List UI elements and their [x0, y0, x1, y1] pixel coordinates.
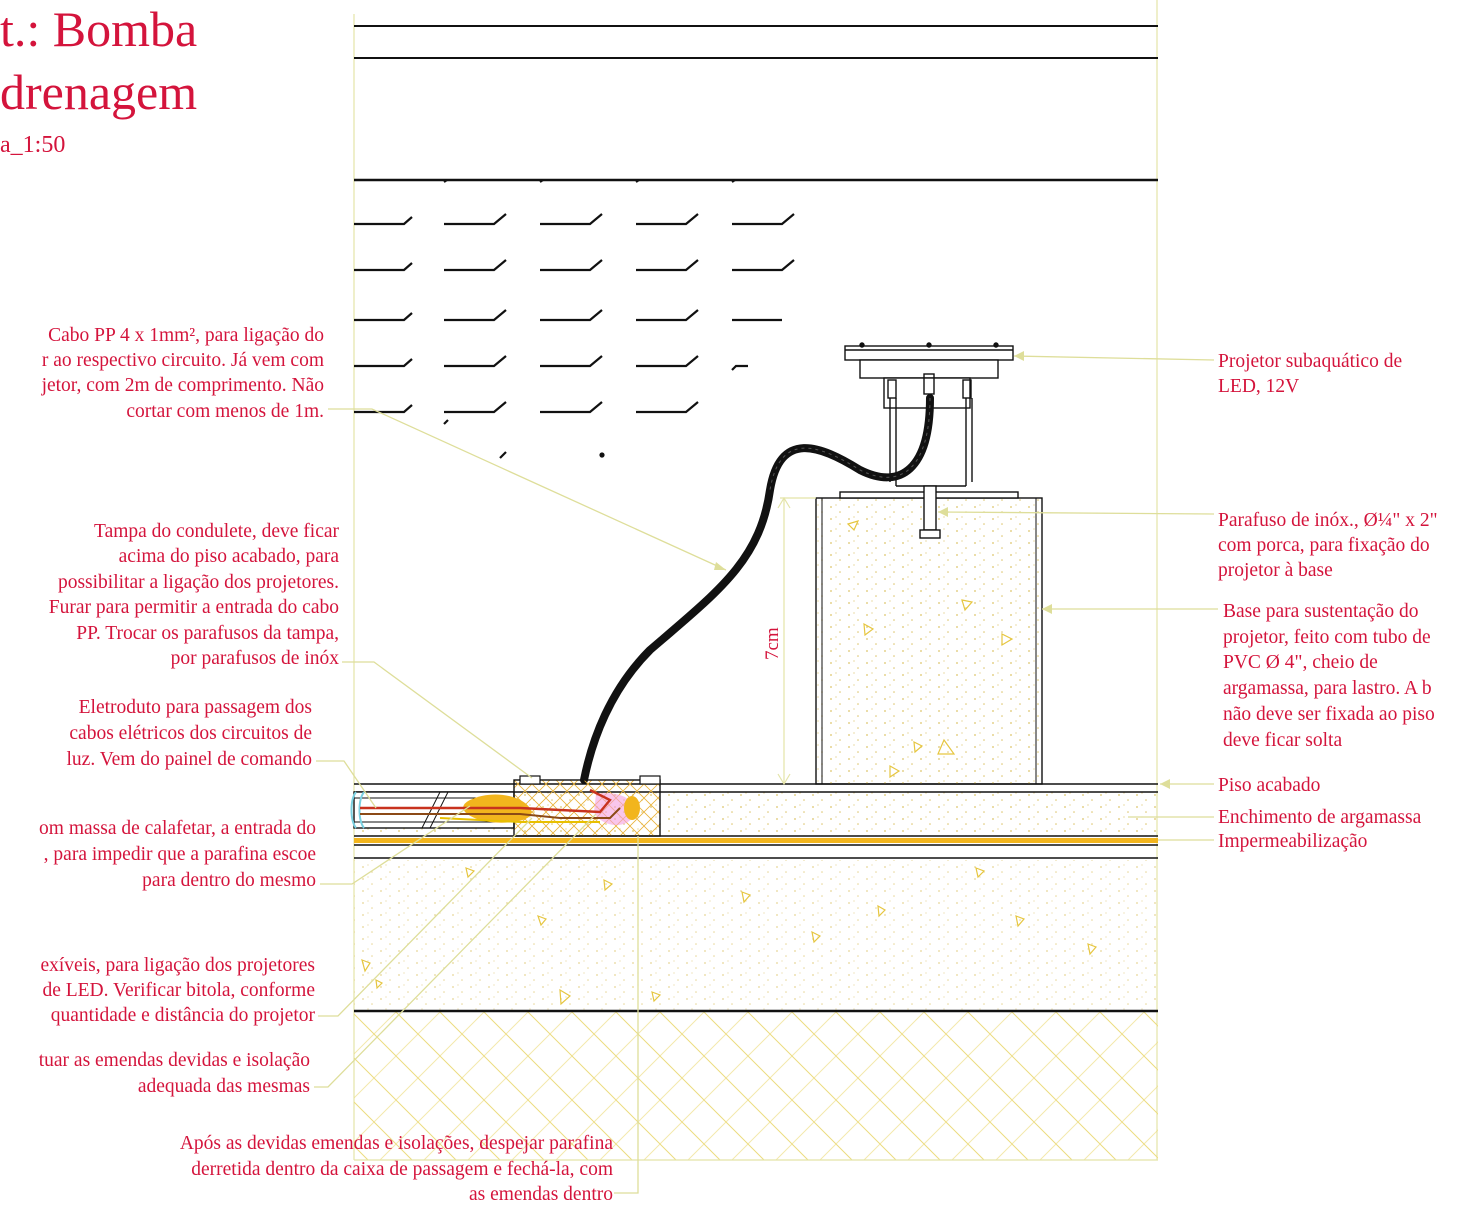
note-line: acima do piso acabado, para — [119, 546, 340, 567]
note-massa-calafetar: om massa de calafetar, a entrada do , pa… — [39, 818, 316, 891]
note-line: r ao respectivo circuito. Já vem com — [42, 350, 324, 371]
pp-cable — [580, 394, 934, 784]
junction-box — [360, 775, 661, 837]
title-line-2: drenagem — [0, 64, 197, 120]
note-line: Piso acabado — [1218, 775, 1320, 796]
note-line: PP. Trocar os parafusos da tampa, — [76, 623, 339, 644]
note-tampa-condulete: Tampa do condulete, deve ficar acima do … — [49, 521, 340, 669]
led-projector — [839, 342, 1019, 539]
note-line: Impermeabilização — [1218, 831, 1367, 852]
waterproofing-membrane — [354, 838, 1158, 843]
note-line: quantidade e distância do projetor — [51, 1005, 316, 1026]
note-line: derretida dentro da caixa de passagem e … — [191, 1159, 613, 1180]
note-line: exíveis, para ligação dos projetores — [40, 955, 315, 976]
note-line: Base para sustentação do — [1223, 601, 1418, 622]
note-line: projetor à base — [1218, 560, 1333, 581]
note-projetor: Projetor subaquático de LED, 12V — [1218, 351, 1402, 397]
note-line: não deve ser fixada ao piso — [1223, 704, 1435, 725]
note-line: deve ficar solta — [1223, 730, 1342, 751]
note-line: argamassa, para lastro. A b — [1223, 678, 1432, 699]
note-line: om massa de calafetar, a entrada do — [39, 818, 316, 839]
note-line: Tampa do condulete, deve ficar — [94, 521, 339, 542]
note-line: possibilitar a ligação dos projetores. — [58, 572, 339, 593]
scale-label: a_1:50 — [0, 132, 65, 158]
note-eletroduto: Eletroduto para passagem dos cabos elétr… — [67, 697, 313, 770]
note-line: as emendas dentro — [469, 1184, 613, 1205]
note-line: Projetor subaquático de — [1218, 351, 1402, 372]
floor-layers — [354, 783, 1158, 1161]
note-emendas: tuar as emendas devidas e isolação adequ… — [39, 1050, 310, 1097]
note-base: Base para sustentação do projetor, feito… — [1223, 601, 1435, 751]
note-impermeabilizacao: Impermeabilização — [1218, 831, 1367, 852]
pvc-base — [815, 497, 1043, 785]
note-line: Cabo PP 4 x 1mm², para ligação do — [48, 325, 324, 346]
note-cabo-pp: Cabo PP 4 x 1mm², para ligação do r ao r… — [41, 325, 324, 422]
note-line: luz. Vem do painel de comando — [67, 749, 313, 770]
note-line: para dentro do mesmo — [142, 870, 316, 891]
dimension-7cm: 7cm — [762, 496, 816, 786]
note-line: Eletroduto para passagem dos — [79, 697, 312, 718]
note-line: com porca, para fixação do — [1218, 535, 1430, 556]
note-line: cortar com menos de 1m. — [126, 401, 324, 422]
note-line: por parafusos de inóx — [171, 648, 340, 669]
note-line: Parafuso de inóx., Ø¼" x 2" — [1218, 510, 1438, 531]
note-line: LED, 12V — [1218, 376, 1299, 397]
note-line: , para impedir que a parafina escoe — [44, 844, 316, 865]
note-parafuso: Parafuso de inóx., Ø¼" x 2" com porca, p… — [1218, 510, 1438, 581]
note-line: Furar para permitir a entrada do cabo — [49, 597, 339, 618]
note-line: Enchimento de argamassa — [1218, 807, 1422, 828]
water-marks — [354, 179, 795, 459]
note-line: projetor, feito com tubo de — [1223, 627, 1431, 648]
note-line: Após as devidas emendas e isolações, des… — [180, 1133, 614, 1154]
note-line: jetor, com 2m de comprimento. Não — [41, 375, 324, 396]
leader-lines — [314, 351, 1218, 1194]
note-enchimento: Enchimento de argamassa — [1218, 807, 1422, 828]
note-piso: Piso acabado — [1218, 775, 1320, 796]
note-line: tuar as emendas devidas e isolação — [39, 1050, 310, 1071]
title-line-1: t.: Bomba — [0, 1, 197, 57]
title-block: t.: Bomba drenagem a_1:50 — [0, 1, 197, 158]
dimension-label: 7cm — [762, 627, 783, 660]
note-cabos-flexiveis: exíveis, para ligação dos projetores de … — [40, 955, 315, 1026]
note-line: adequada das mesmas — [138, 1076, 310, 1097]
note-line: de LED. Verificar bitola, conforme — [42, 980, 315, 1001]
note-parafina: Após as devidas emendas e isolações, des… — [180, 1133, 614, 1205]
note-line: PVC Ø 4", cheio de — [1223, 652, 1378, 673]
note-line: cabos elétricos dos circuitos de — [69, 723, 312, 744]
